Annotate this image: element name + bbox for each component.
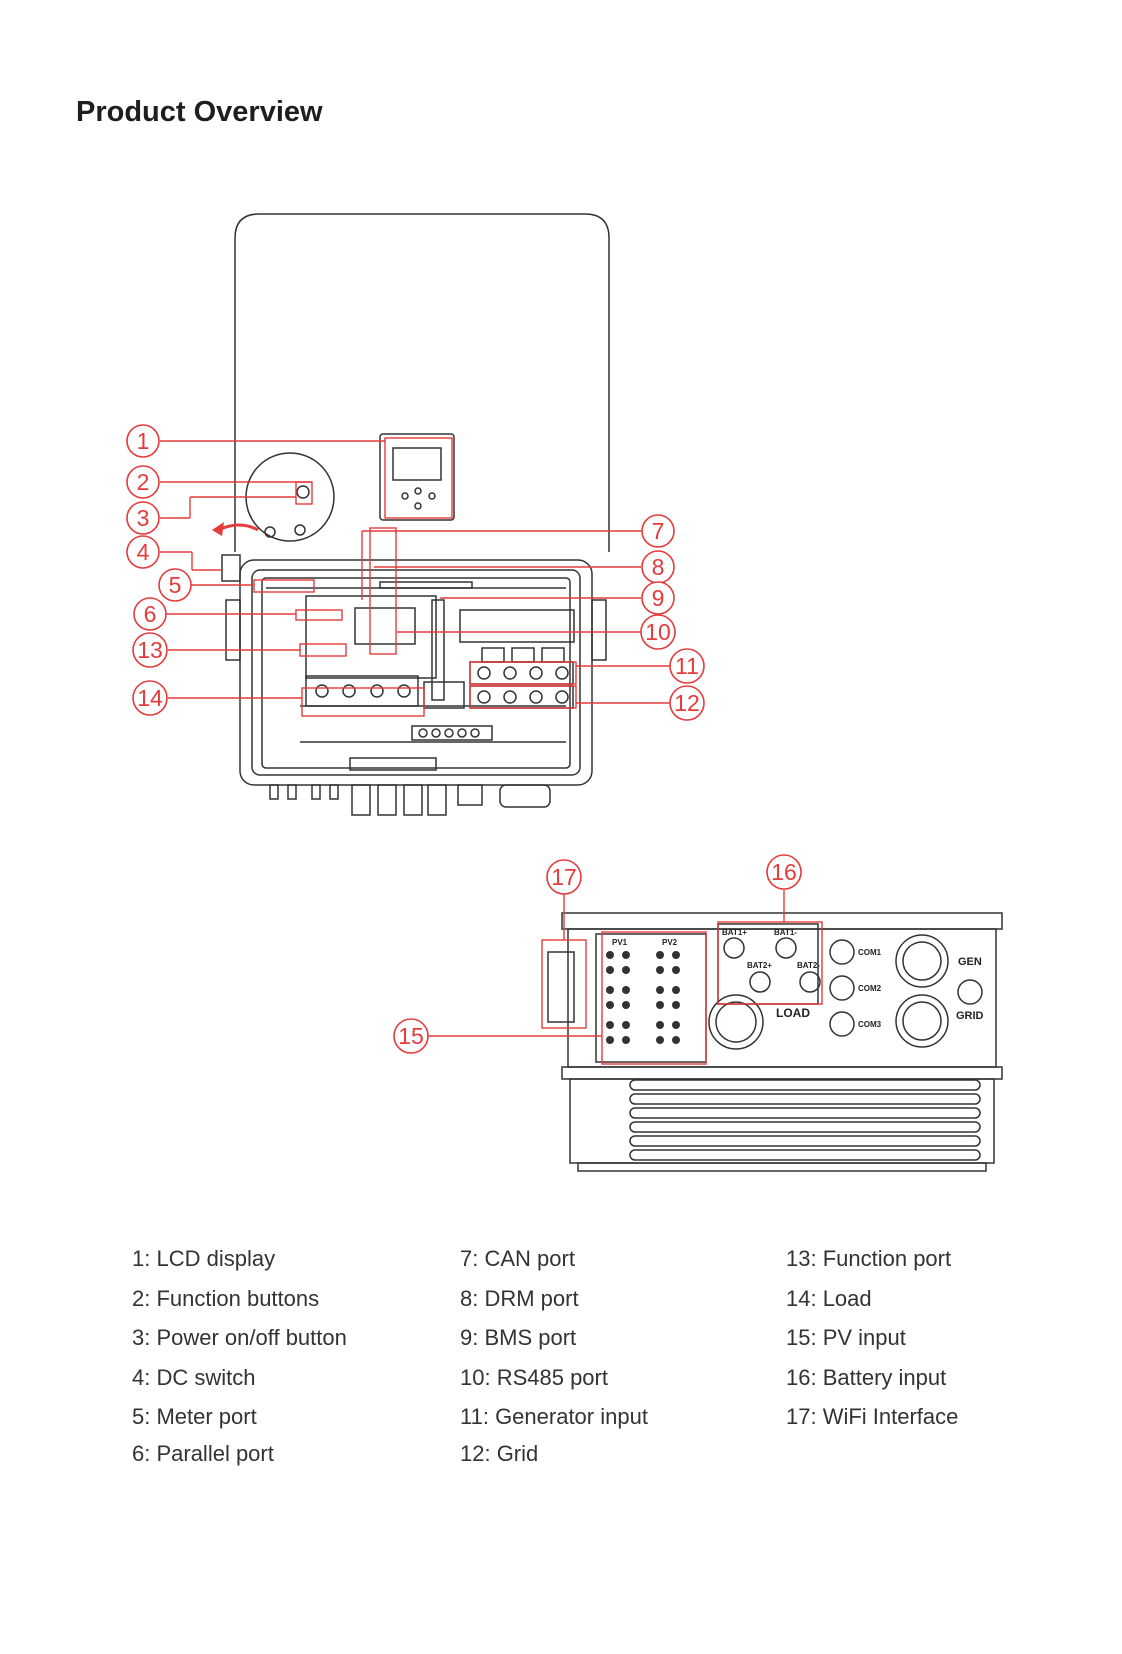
svg-text:11: 11 — [675, 653, 699, 679]
legend-item: 16: Battery input — [786, 1365, 947, 1390]
bottom-view-labels: PV1 PV2 BAT1+ BAT1- BAT2+ BAT2- COM1 COM… — [612, 928, 984, 1029]
label-bat2-plus: BAT2+ — [747, 961, 772, 970]
callout-9: 9 — [641, 581, 675, 615]
callout-1: 1 — [126, 424, 160, 458]
callout-3: 3 — [126, 501, 160, 535]
legend-item: 5: Meter port — [132, 1404, 257, 1429]
label-grid: GRID — [956, 1010, 984, 1022]
legend-item: 1: LCD display — [132, 1246, 276, 1271]
legend-item: 3: Power on/off button — [132, 1325, 347, 1350]
callout-2: 2 — [126, 465, 160, 499]
callout-12: 12 — [669, 685, 705, 721]
svg-text:9: 9 — [652, 585, 665, 611]
callout-17: 17 — [546, 859, 582, 895]
callout-6: 6 — [133, 597, 167, 631]
svg-text:2: 2 — [137, 469, 150, 495]
label-com1: COM1 — [858, 948, 882, 957]
legend-item: 14: Load — [786, 1286, 872, 1311]
label-bat1-minus: BAT1- — [774, 928, 797, 937]
legend-item: 13: Function port — [786, 1246, 952, 1271]
label-bat2-minus: BAT2- — [797, 961, 820, 970]
label-com3: COM3 — [858, 1020, 882, 1029]
callout-16: 16 — [766, 854, 802, 890]
callout-15: 15 — [393, 1018, 429, 1054]
callout-markers: 1 2 3 4 5 6 7 8 9 10 11 12 13 14 15 16 1… — [126, 424, 802, 1054]
callout-leaders-front — [160, 437, 670, 717]
legend-item: 4: DC switch — [132, 1365, 256, 1390]
label-bat1-plus: BAT1+ — [722, 928, 747, 937]
legend-item: 7: CAN port — [460, 1246, 575, 1271]
pv-connectors — [606, 951, 680, 1044]
svg-text:4: 4 — [137, 539, 150, 565]
svg-text:5: 5 — [169, 572, 182, 598]
callout-5: 5 — [158, 568, 192, 602]
rotate-arrow-icon — [217, 523, 259, 532]
legend-item: 15: PV input — [786, 1325, 906, 1350]
svg-text:17: 17 — [551, 864, 577, 890]
inverter-front-view — [221, 213, 610, 816]
legend-item: 9: BMS port — [460, 1325, 577, 1350]
svg-text:6: 6 — [144, 601, 157, 627]
svg-text:15: 15 — [398, 1023, 424, 1049]
svg-text:3: 3 — [137, 505, 150, 531]
svg-text:12: 12 — [674, 690, 700, 716]
legend-item: 2: Function buttons — [132, 1286, 320, 1311]
svg-text:14: 14 — [137, 685, 163, 711]
label-gen: GEN — [958, 956, 982, 968]
callout-leaders-bottom — [428, 890, 823, 1065]
callout-13: 13 — [132, 632, 168, 668]
svg-text:13: 13 — [137, 637, 163, 663]
label-com2: COM2 — [858, 984, 882, 993]
legend-item: 6: Parallel port — [132, 1441, 274, 1466]
label-pv1: PV1 — [612, 938, 628, 947]
callout-7: 7 — [641, 514, 675, 548]
legend-item: 10: RS485 port — [460, 1365, 608, 1390]
svg-text:1: 1 — [137, 428, 150, 454]
legend-item: 8: DRM port — [460, 1286, 579, 1311]
legend-item: 17: WiFi Interface — [786, 1404, 959, 1429]
label-pv2: PV2 — [662, 938, 678, 947]
svg-text:16: 16 — [771, 859, 797, 885]
callout-8: 8 — [641, 550, 675, 584]
inverter-bottom-view — [547, 912, 1003, 1172]
label-load: LOAD — [776, 1006, 810, 1020]
svg-text:10: 10 — [645, 619, 671, 645]
legend-item: 11: Generator input — [460, 1404, 648, 1429]
legend-item: 12: Grid — [460, 1441, 539, 1466]
svg-text:8: 8 — [652, 554, 665, 580]
page-title: Product Overview — [76, 96, 323, 128]
callout-11: 11 — [669, 648, 705, 684]
callout-10: 10 — [640, 614, 676, 650]
callout-14: 14 — [132, 680, 168, 716]
svg-text:7: 7 — [652, 518, 665, 544]
callout-4: 4 — [126, 535, 160, 569]
